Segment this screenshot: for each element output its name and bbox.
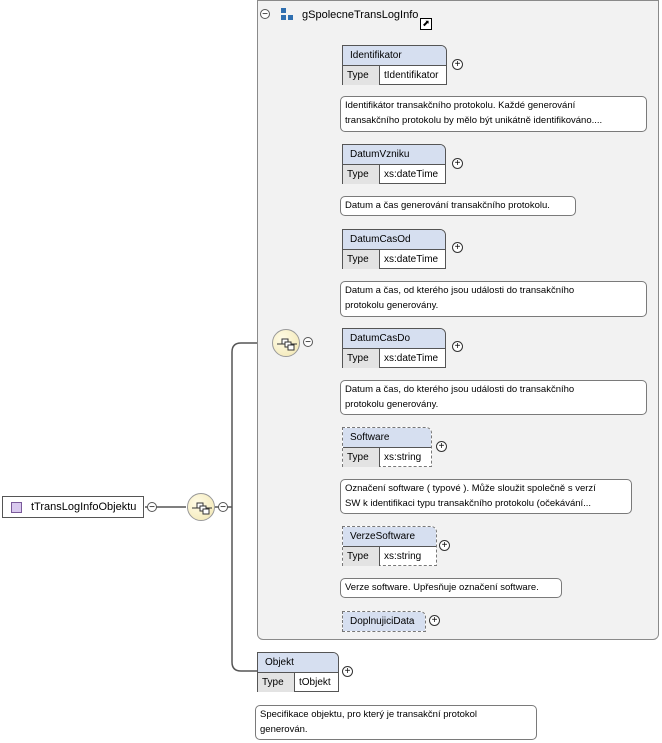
- group-icon: [281, 8, 295, 22]
- element-identifikator[interactable]: Identifikator Type tIdentifikator: [342, 45, 447, 85]
- element-datumcasod[interactable]: DatumCasOd Type xs:dateTime: [342, 229, 446, 269]
- outer-sequence-compositor[interactable]: [187, 493, 215, 521]
- group-collapse-toggle[interactable]: −: [260, 9, 270, 20]
- type-value: xs:dateTime: [384, 169, 439, 180]
- type-value: xs:string: [384, 551, 422, 562]
- element-datumvzniku[interactable]: DatumVzniku Type xs:dateTime: [342, 144, 446, 184]
- documentation-note: Specifikace objektu, pro který je transa…: [255, 705, 537, 740]
- type-value: xs:dateTime: [384, 254, 439, 265]
- expand-icon[interactable]: +: [452, 158, 463, 169]
- inner-sequence-compositor[interactable]: [272, 329, 300, 357]
- type-label: Type: [258, 673, 295, 692]
- element-datumcasdo[interactable]: DatumCasDo Type xs:dateTime: [342, 328, 446, 368]
- sequence-icon: [277, 338, 297, 351]
- documentation-note: Datum a čas, do kterého jsou události do…: [340, 380, 647, 415]
- element-name: DatumCasDo: [343, 329, 445, 349]
- element-software[interactable]: Software Type xs:string: [342, 427, 432, 467]
- root-collapse-toggle[interactable]: −: [147, 502, 157, 513]
- documentation-note: Datum a čas generování transakčního prot…: [340, 196, 576, 216]
- root-type-name: tTransLogInfoObjektu: [31, 501, 137, 513]
- expand-icon[interactable]: +: [342, 666, 353, 677]
- element-name: DoplnujiciData: [343, 612, 425, 631]
- group-title[interactable]: gSpolecneTransLogInfo: [302, 9, 419, 21]
- documentation-text: Datum a čas generování transakčního prot…: [345, 200, 550, 211]
- documentation-note: Označení software ( typové ). Může slouž…: [340, 479, 632, 514]
- element-verzesoftware[interactable]: VerzeSoftware Type xs:string: [342, 526, 437, 566]
- element-name: Identifikator: [343, 46, 446, 66]
- documentation-text: Datum a čas, od kterého jsou události do…: [345, 285, 575, 311]
- documentation-text: Specifikace objektu, pro který je transa…: [260, 709, 478, 735]
- type-value: tObjekt: [299, 677, 331, 688]
- element-objekt[interactable]: Objekt Type tObjekt: [257, 652, 339, 692]
- documentation-text: Datum a čas, do kterého jsou události do…: [345, 384, 575, 410]
- documentation-text: Identifikátor transakčního protokolu. Ka…: [345, 100, 603, 126]
- expand-icon[interactable]: +: [452, 59, 463, 70]
- documentation-text: Označení software ( typové ). Může slouž…: [345, 483, 596, 509]
- reference-arrow-icon[interactable]: ⬈: [420, 18, 432, 30]
- outer-sequence-collapse-toggle[interactable]: −: [218, 502, 228, 513]
- documentation-text: Verze software. Upřesňuje označení softw…: [345, 582, 539, 593]
- root-type-box[interactable]: tTransLogInfoObjektu: [2, 496, 144, 518]
- type-label: Type: [343, 165, 380, 184]
- expand-icon[interactable]: +: [439, 540, 450, 551]
- expand-icon[interactable]: +: [436, 441, 447, 452]
- type-value: tIdentifikator: [384, 70, 439, 81]
- element-name: DatumCasOd: [343, 230, 445, 250]
- inner-sequence-collapse-toggle[interactable]: −: [303, 337, 313, 348]
- element-name: Objekt: [258, 653, 338, 673]
- type-value: xs:dateTime: [384, 353, 439, 364]
- documentation-note: Verze software. Upřesňuje označení softw…: [340, 578, 562, 598]
- element-name: Software: [343, 428, 431, 448]
- element-doplnujicidata[interactable]: DoplnujiciData: [342, 611, 426, 632]
- complex-type-icon: [11, 502, 22, 513]
- type-value: xs:string: [384, 452, 422, 463]
- type-label: Type: [343, 349, 380, 368]
- type-label: Type: [343, 547, 380, 566]
- element-name: DatumVzniku: [343, 145, 445, 165]
- type-label: Type: [343, 448, 380, 467]
- type-label: Type: [343, 66, 380, 85]
- type-label: Type: [343, 250, 380, 269]
- expand-icon[interactable]: +: [452, 242, 463, 253]
- expand-icon[interactable]: +: [429, 615, 440, 626]
- sequence-icon: [192, 502, 212, 515]
- element-name: VerzeSoftware: [343, 527, 436, 547]
- documentation-note: Datum a čas, od kterého jsou události do…: [340, 281, 647, 317]
- expand-icon[interactable]: +: [452, 341, 463, 352]
- documentation-note: Identifikátor transakčního protokolu. Ka…: [340, 96, 647, 132]
